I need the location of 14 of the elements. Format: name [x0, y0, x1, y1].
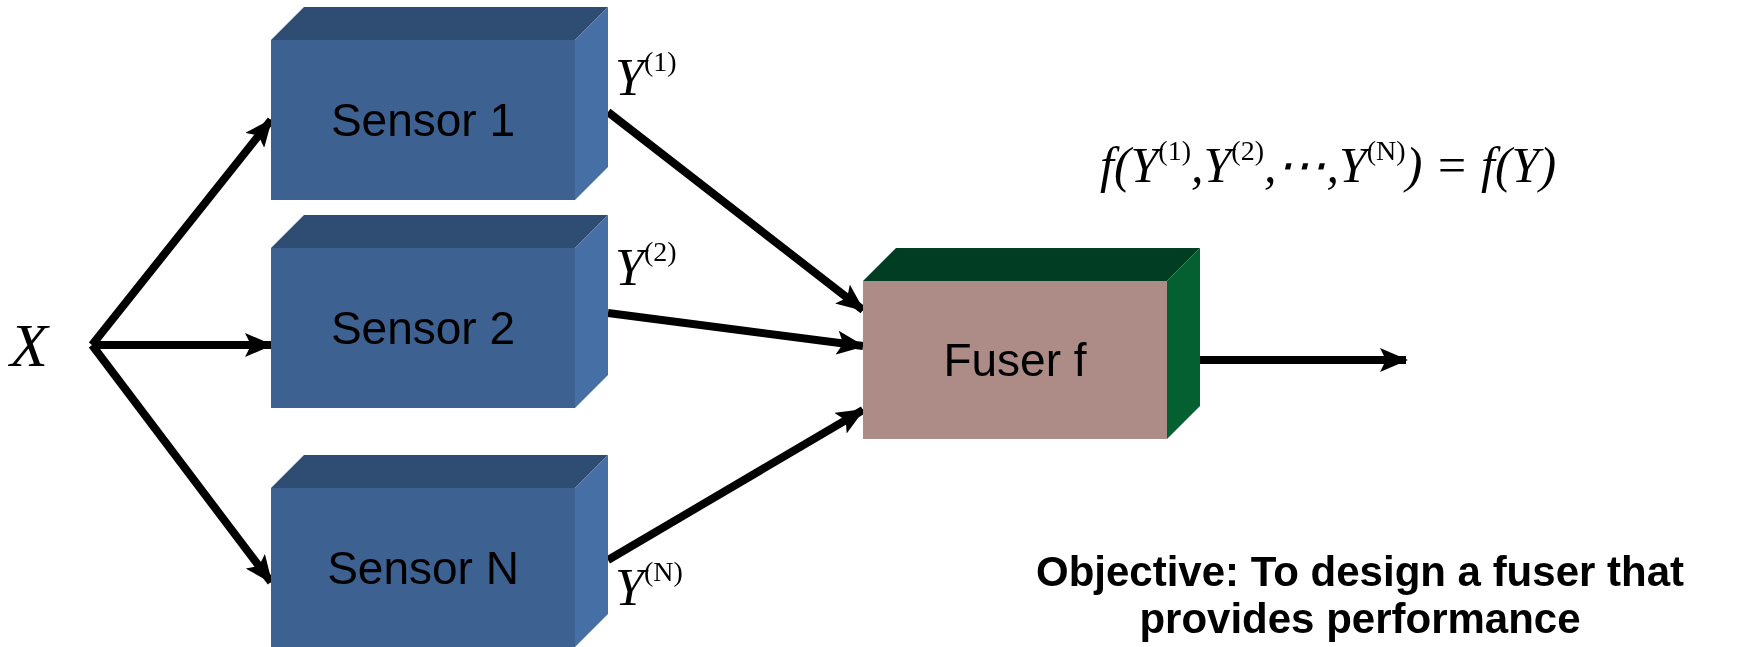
output-label: Y$^{(2)}$ [615, 242, 677, 294]
box-label: Sensor 2 [330, 301, 516, 355]
formula: f(Y$^{(1)}$,Y$^{(2)}$,⋯,Y$^{(N)}$) = f(Y) [1100, 135, 1557, 195]
arrow [607, 309, 865, 355]
box-label: Fuser f [943, 333, 1087, 387]
box-label: Sensor N [327, 540, 519, 595]
objective-text: Objective: To design a fuser that provides performance [1035, 548, 1685, 642]
arrow [605, 108, 866, 314]
variable-label: X [10, 309, 48, 381]
output-label: Y$^{(N)}$ [615, 562, 683, 614]
arrow [605, 406, 866, 564]
box-label: Sensor 1 [330, 93, 516, 147]
output-label: Y$^{(1)}$ [615, 52, 677, 104]
arrow [1200, 348, 1408, 372]
